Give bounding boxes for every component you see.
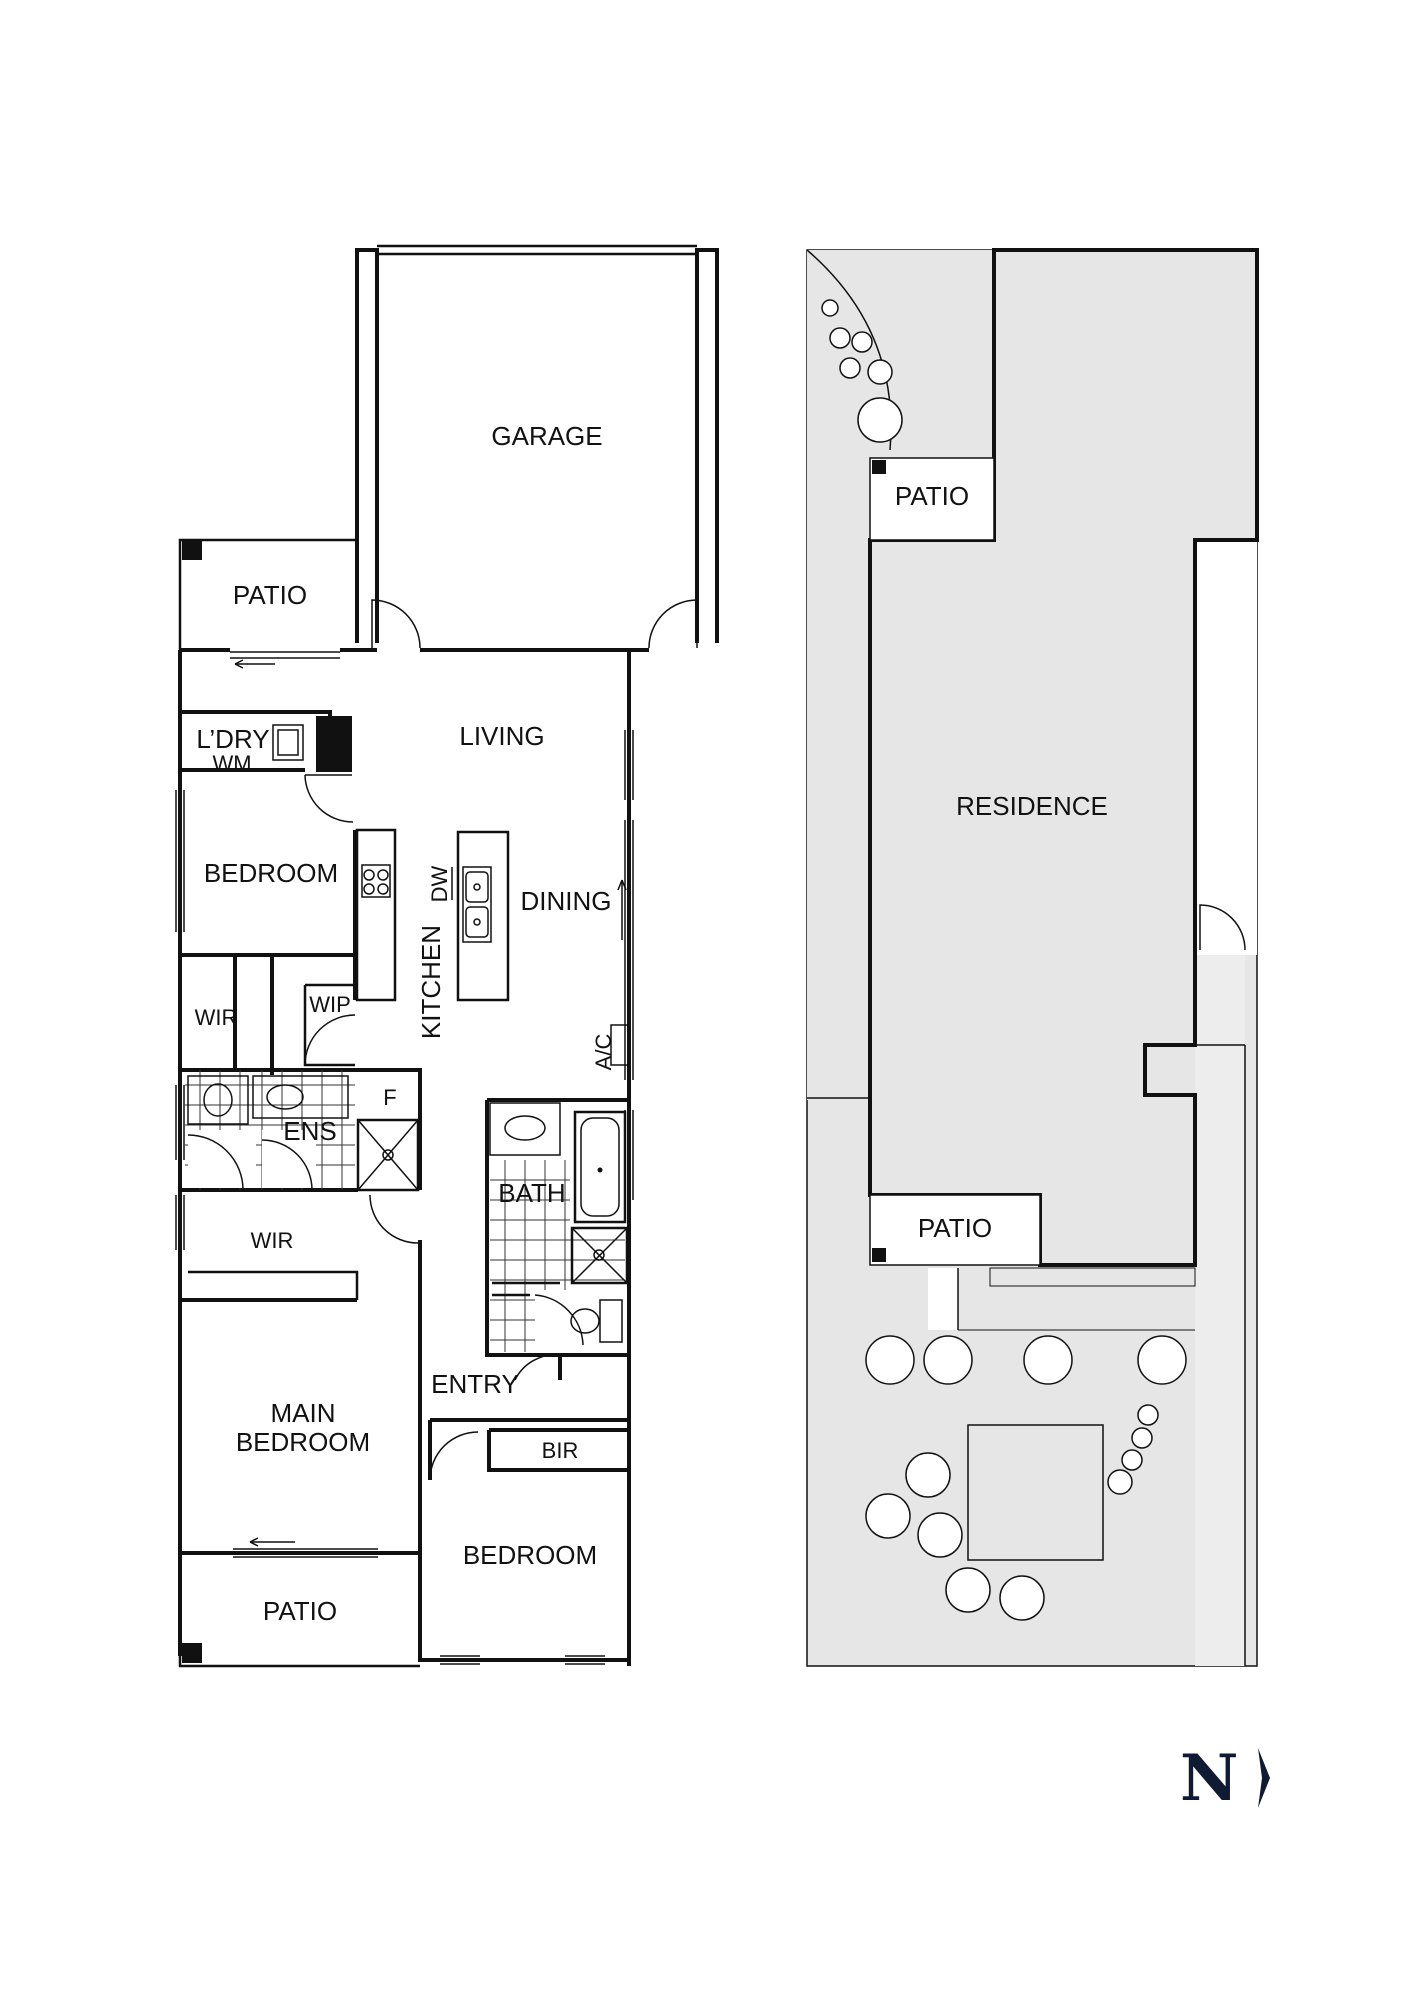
- entry-label: ENTRY: [431, 1369, 519, 1399]
- garden-trees: [821, 299, 1187, 1621]
- wir-lower-label: WIR: [251, 1228, 294, 1253]
- entry-walls: [428, 1354, 629, 1481]
- wip-label: WIP: [309, 992, 351, 1017]
- patio-top-outline: [178, 538, 357, 650]
- bedroom-upper-label: BEDROOM: [204, 858, 338, 888]
- air-con-unit: [610, 1024, 630, 1066]
- main-bedroom-label-line1: MAIN: [271, 1398, 336, 1428]
- garage-label: GARAGE: [491, 421, 602, 451]
- kitchen-label: KITCHEN: [416, 925, 446, 1039]
- bedroom-lower-label: BEDROOM: [463, 1540, 597, 1570]
- bathroom: [485, 1098, 629, 1357]
- main-bedroom-slider: [233, 1537, 378, 1558]
- living-label: LIVING: [459, 721, 544, 751]
- lower-wir: [180, 1194, 422, 1553]
- lower-bedroom-windows: [440, 1655, 605, 1665]
- laundry: [180, 710, 354, 823]
- north-arrow: N: [1180, 1741, 1270, 1816]
- residence-footprint: [868, 248, 1259, 1267]
- kitchen-island: [451, 830, 510, 1002]
- dining-label: DINING: [521, 886, 612, 916]
- house-outer-walls: [178, 648, 649, 1666]
- ensuite: [180, 1068, 422, 1192]
- north-arrow-icon: [1258, 1748, 1270, 1808]
- site-patio-top-label: PATIO: [895, 481, 969, 511]
- residence-label: RESIDENCE: [956, 791, 1108, 821]
- washing-machine-label: WM: [212, 751, 251, 776]
- wir-upper-label: WIR: [195, 1005, 238, 1030]
- garage-walls: [355, 244, 719, 649]
- site-patio-bottom-label: PATIO: [918, 1213, 992, 1243]
- site-plan: PATIO RESIDENCE PATIO: [806, 248, 1259, 1667]
- bath-label: BATH: [498, 1178, 565, 1208]
- floor-plan: GARAGE PATIO LIVING L’DRY WM BEDROOM DW …: [175, 244, 719, 1668]
- bir-label: BIR: [542, 1438, 579, 1463]
- patio-bottom-outline: [178, 1553, 420, 1668]
- air-con-label: A/C: [591, 1034, 616, 1071]
- upper-bedroom-walls: [180, 830, 357, 1075]
- patio-top-label: PATIO: [233, 580, 307, 610]
- north-label: N: [1180, 1741, 1239, 1816]
- fridge-label: F: [383, 1085, 396, 1110]
- laundry-label: L’DRY: [196, 724, 269, 754]
- ensuite-label: ENS: [283, 1116, 336, 1146]
- bir: [487, 1428, 629, 1472]
- main-bedroom-label-line2: BEDROOM: [236, 1427, 370, 1457]
- patio-bottom-label: PATIO: [263, 1596, 337, 1626]
- dishwasher-label: DW: [427, 865, 452, 902]
- kitchen-bench: [355, 828, 397, 1002]
- left-wall-windows: [175, 790, 185, 1250]
